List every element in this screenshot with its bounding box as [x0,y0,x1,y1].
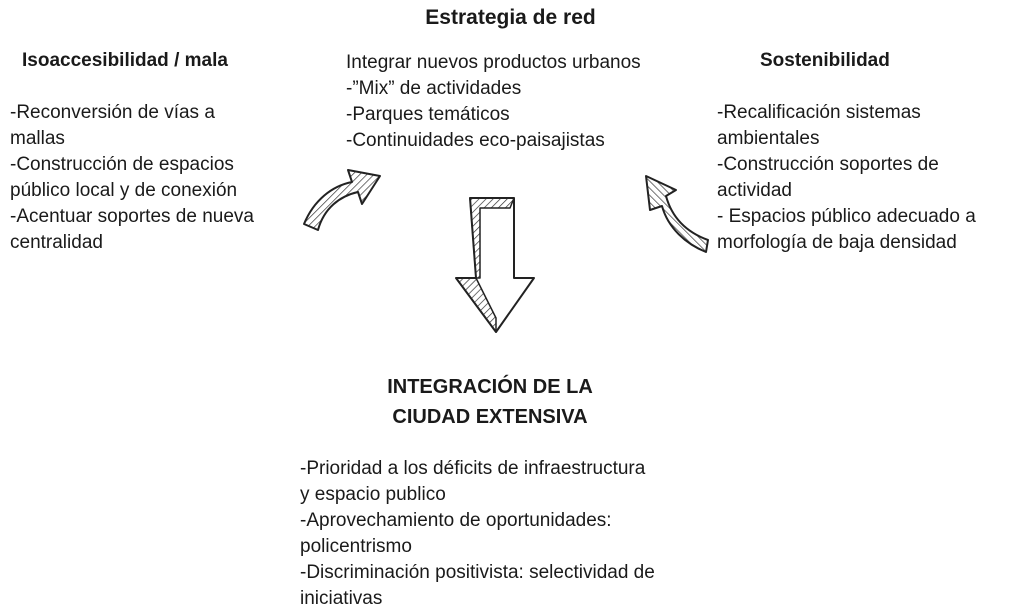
center-list: Integrar nuevos productos urbanos -”Mix”… [346,50,641,154]
right-line: actividad [717,180,792,201]
right-line: ambientales [717,128,820,149]
left-list: -Reconversión de vías a mallas -Construc… [10,100,254,256]
left-line: mallas [10,128,65,149]
bottom-title-line: CIUDAD EXTENSIVA [392,406,588,428]
bottom-title-line: INTEGRACIÓN DE LA [387,376,593,398]
curved-arrow-icon [645,175,709,253]
right-line: morfología de baja densidad [717,232,957,253]
left-line: centralidad [10,232,103,253]
right-heading: Sostenibilidad [760,50,890,71]
left-line: -Acentuar soportes de nueva [10,206,254,227]
left-heading: Isoaccesibilidad / mala [22,50,228,71]
left-line: -Construcción de espacios [10,154,234,175]
left-line: -Reconversión de vías a [10,102,215,123]
center-line: -Continuidades eco-paisajistas [346,130,605,151]
center-line: -”Mix” de actividades [346,78,522,99]
left-line: público local y de conexión [10,180,238,201]
bottom-title: INTEGRACIÓN DE LA CIUDAD EXTENSIVA [300,372,680,432]
bottom-line: -Aprovechamiento de oportunidades: [300,510,612,531]
right-line: -Recalificación sistemas [717,102,921,123]
right-list: -Recalificación sistemas ambientales -Co… [717,100,976,256]
curved-arrow-icon [303,169,381,231]
center-line: Integrar nuevos productos urbanos [346,52,641,73]
right-line: - Espacios público adecuado a [717,206,976,227]
center-line: -Parques temáticos [346,104,510,125]
bottom-line: -Prioridad a los déficits de infraestruc… [300,458,646,479]
bottom-list: -Prioridad a los déficits de infraestruc… [300,456,655,612]
bottom-line: y espacio publico [300,484,446,505]
bottom-line: iniciativas [300,588,383,609]
bottom-line: policentrismo [300,536,412,557]
bottom-line: -Discriminación positivista: selectivida… [300,562,655,583]
right-line: -Construcción soportes de [717,154,939,175]
down-arrow-icon [455,197,535,333]
diagram-title: Estrategia de red [425,6,596,29]
